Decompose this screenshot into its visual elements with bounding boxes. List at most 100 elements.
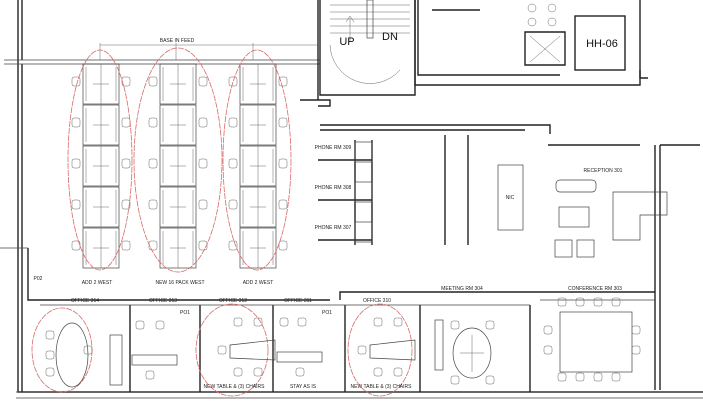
chair [198,199,208,210]
workstation-detail [162,146,194,186]
chair [373,367,383,377]
chair [557,372,567,382]
chair [83,345,93,355]
chair [233,367,243,377]
po1-label-a: PO1 [180,310,190,316]
chair [148,199,158,210]
chair [121,199,131,210]
office-furniture [55,311,633,388]
workstation-detail [85,187,117,227]
elevator [527,3,626,71]
reception-furniture [554,179,668,258]
chair [217,345,227,355]
phone-room-desks [354,141,373,243]
chair [228,199,238,210]
reception-label: RECEPTION 301 [584,168,623,174]
workstation-detail [242,187,274,227]
office-311-label: OFFICE 311 [284,298,312,304]
add-west-2-label: ADD 2 WEST [243,280,274,286]
workstation-detail [85,64,117,104]
workstation-detail [242,105,274,145]
chair [228,117,238,128]
chair [135,320,145,330]
chair [393,317,403,327]
nic-table [497,164,524,231]
chair [278,240,288,251]
workstation-detail [242,228,274,268]
chair [45,330,55,340]
office-313-label: OFFICE 313 [149,298,177,304]
new-pack-west-label: NEW 16 PACK WEST [155,280,204,286]
stairwell [329,0,410,84]
chair [198,240,208,251]
office-314-label: OFFICE 314 [71,298,99,304]
chair [611,372,621,382]
chair [279,317,289,327]
chair [228,76,238,87]
office-312-label: OFFICE 312 [219,298,247,304]
chair [253,317,263,327]
chair [575,297,585,307]
chair [148,76,158,87]
chair [121,158,131,169]
chair [357,345,367,355]
chair [543,345,553,355]
chair [631,325,641,335]
stair-up-label: UP [339,36,354,48]
chair [393,367,403,377]
workstation-detail [162,228,194,268]
chair [148,158,158,169]
workstation-detail [85,228,117,268]
chair [121,117,131,128]
chair [593,297,603,307]
chair [278,117,288,128]
chair [543,325,553,335]
chair [148,117,158,128]
chair [373,317,383,327]
chair [557,297,567,307]
workstation-detail [242,146,274,186]
chair [485,375,495,385]
chair [278,158,288,169]
chair [611,297,621,307]
chair [593,372,603,382]
conference-rm-303-label: CONFERENCE RM 303 [568,286,622,292]
chair [145,370,155,380]
meeting-rm-304-label: MEETING RM 304 [441,286,483,292]
elevator-tag: HH-06 [586,38,618,50]
revision-cloud [347,303,413,397]
workstation-detail [85,146,117,186]
chair [71,199,81,210]
chair [228,240,238,251]
chair [148,240,158,251]
phone-rm-309-label: PHONE RM 309 [315,145,352,151]
add-west-1-label: ADD 2 WEST [82,280,113,286]
chair [297,317,307,327]
dimension-line [99,43,318,60]
phone-rm-307-label: PHONE RM 307 [315,225,352,231]
office-310-note: NEW TABLE & (3) CHAIRS [351,384,413,390]
chair [71,240,81,251]
chair [71,158,81,169]
revision-cloud [133,47,223,273]
workstation-detail [162,105,194,145]
office-chairs [45,297,641,385]
chair [450,320,460,330]
chair [450,375,460,385]
chair [631,345,641,355]
chair [198,117,208,128]
revision-cloud [195,303,269,397]
chair [155,320,165,330]
workstation-detail [85,105,117,145]
office-311-note: STAY AS IS [290,384,317,390]
nic-label: NIC [506,195,515,201]
chair [45,367,55,377]
chair [198,158,208,169]
chair [71,76,81,87]
chair [278,76,288,87]
base-in-feed-label: BASE IN FEED [160,38,195,44]
workstation-detail [162,187,194,227]
po1-label-b: PO1 [322,310,332,316]
